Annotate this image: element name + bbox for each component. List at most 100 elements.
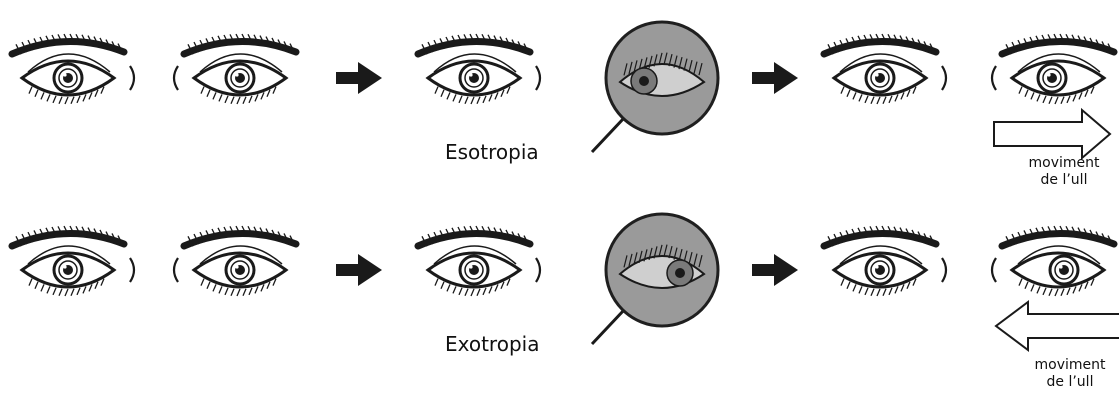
lower-lash bbox=[255, 94, 258, 101]
lower-lash bbox=[231, 97, 234, 104]
lower-lash bbox=[243, 97, 246, 104]
lower-lash bbox=[1067, 288, 1070, 295]
movement-label-row1-line1: moviment bbox=[1009, 155, 1119, 172]
condition-label-esotropia: Esotropia bbox=[445, 140, 539, 164]
lower-lash bbox=[249, 288, 252, 295]
process-arrow bbox=[752, 254, 798, 286]
diagram-row-2 bbox=[12, 214, 1119, 350]
lower-lash bbox=[243, 289, 246, 296]
lower-lash bbox=[1019, 87, 1022, 94]
lower-lash bbox=[889, 288, 892, 295]
pupil-highlight bbox=[1059, 265, 1062, 268]
lower-lash bbox=[489, 94, 492, 101]
pupil-highlight bbox=[875, 265, 878, 268]
lower-lash bbox=[1031, 92, 1034, 99]
lower-lash bbox=[1025, 282, 1028, 289]
lower-lash bbox=[447, 92, 450, 99]
lower-lash bbox=[1061, 289, 1064, 296]
lower-lash bbox=[77, 96, 80, 103]
lower-lash bbox=[35, 282, 38, 289]
lower-lash bbox=[255, 286, 258, 293]
lower-lash bbox=[261, 284, 264, 291]
lower-lash bbox=[237, 97, 240, 104]
lower-lash bbox=[1061, 97, 1064, 104]
lower-lash bbox=[59, 97, 62, 104]
lower-lash bbox=[1055, 97, 1058, 104]
lower-lash bbox=[267, 282, 270, 289]
nose-bracket bbox=[130, 258, 134, 282]
lower-lash bbox=[59, 289, 62, 296]
lower-lash bbox=[261, 92, 264, 99]
lower-lash bbox=[883, 289, 886, 296]
lower-lash bbox=[459, 96, 462, 103]
lower-lash bbox=[453, 94, 456, 101]
lower-lash bbox=[213, 92, 216, 99]
lower-lash bbox=[865, 96, 868, 103]
lower-lash bbox=[453, 286, 456, 293]
diagram-row-1 bbox=[12, 22, 1114, 158]
pupil-highlight bbox=[875, 73, 878, 76]
lower-lash bbox=[1043, 288, 1046, 295]
magnifier-handle bbox=[592, 310, 624, 344]
magnified-pupil bbox=[675, 268, 685, 278]
lower-lash bbox=[267, 90, 270, 97]
lower-lash bbox=[477, 289, 480, 296]
lower-lash bbox=[47, 286, 50, 293]
lower-lash bbox=[219, 94, 222, 101]
lower-lash bbox=[65, 97, 68, 104]
lower-lash bbox=[1043, 96, 1046, 103]
lower-lash bbox=[465, 97, 468, 104]
lower-lash bbox=[841, 279, 844, 286]
lower-lash bbox=[883, 97, 886, 104]
lower-lash bbox=[901, 284, 904, 291]
lower-lash bbox=[1073, 286, 1076, 293]
eye-movement-arrow bbox=[994, 110, 1110, 158]
lower-lash bbox=[35, 90, 38, 97]
lower-lash bbox=[83, 286, 86, 293]
process-arrow bbox=[336, 254, 382, 286]
pupil-highlight bbox=[469, 73, 472, 76]
lower-lash bbox=[907, 282, 910, 289]
lower-lash bbox=[871, 289, 874, 296]
lower-lash bbox=[501, 90, 504, 97]
lower-lash bbox=[853, 92, 856, 99]
lower-lash bbox=[219, 286, 222, 293]
lower-lash bbox=[249, 96, 252, 103]
nose-bracket bbox=[130, 66, 134, 90]
lower-lash bbox=[847, 282, 850, 289]
lower-lash bbox=[1085, 282, 1088, 289]
lower-lash bbox=[459, 288, 462, 295]
lower-lash bbox=[1079, 92, 1082, 99]
lower-lash bbox=[471, 97, 474, 104]
lower-lash bbox=[71, 97, 74, 104]
process-arrow bbox=[752, 62, 798, 94]
lower-lash bbox=[495, 284, 498, 291]
lower-lash bbox=[1085, 90, 1088, 97]
lower-lash bbox=[441, 282, 444, 289]
lower-lash bbox=[1049, 289, 1052, 296]
lower-lash bbox=[71, 289, 74, 296]
nose-bracket bbox=[942, 66, 946, 90]
lower-lash bbox=[83, 94, 86, 101]
lower-lash bbox=[53, 96, 56, 103]
lower-lash bbox=[207, 90, 210, 97]
movement-label-row2-line2: de l’ull bbox=[1015, 374, 1119, 391]
pupil-highlight bbox=[63, 265, 66, 268]
pupil-highlight bbox=[235, 73, 238, 76]
lower-lash bbox=[95, 282, 98, 289]
lower-lash bbox=[1025, 90, 1028, 97]
lower-lash bbox=[435, 87, 438, 94]
lower-lash bbox=[41, 92, 44, 99]
lower-lash bbox=[89, 284, 92, 291]
lower-lash bbox=[65, 289, 68, 296]
lower-lash bbox=[237, 289, 240, 296]
lower-lash bbox=[877, 289, 880, 296]
lower-lash bbox=[877, 97, 880, 104]
magnifier-handle bbox=[592, 118, 624, 152]
lower-lash bbox=[859, 286, 862, 293]
lower-lash bbox=[1079, 284, 1082, 291]
nose-bracket bbox=[174, 66, 178, 90]
lower-lash bbox=[865, 288, 868, 295]
lower-lash bbox=[841, 87, 844, 94]
